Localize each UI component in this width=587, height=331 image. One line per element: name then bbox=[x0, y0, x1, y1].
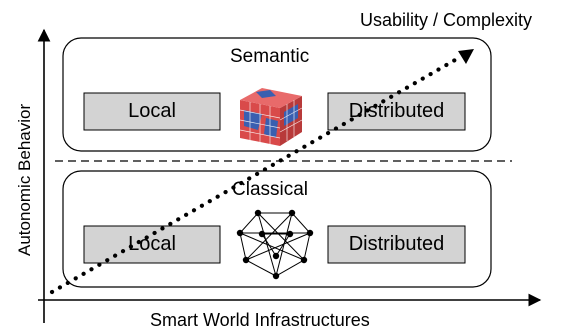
y-axis-label: Autonomic Behavior bbox=[15, 103, 34, 256]
usability-complexity-dotted-arrow bbox=[49, 53, 465, 295]
x-axis-label: Smart World Infrastructures bbox=[150, 310, 370, 330]
globe-cube-icon bbox=[236, 86, 304, 148]
top-distributed-box bbox=[327, 92, 466, 131]
top-distributed-label: Distributed bbox=[348, 100, 445, 122]
top-local-label: Local bbox=[128, 100, 176, 122]
top-panel-title: Semantic bbox=[230, 46, 310, 67]
top-local-box bbox=[83, 92, 221, 131]
bottom-local-box bbox=[83, 225, 221, 264]
bottom-panel-title: Classical bbox=[232, 179, 309, 200]
diagonal-label: Usability / Complexity bbox=[360, 10, 533, 30]
network-graph-icon bbox=[233, 203, 317, 283]
dotted-arrow-head bbox=[458, 49, 474, 64]
bottom-distributed-label: Distributed bbox=[348, 233, 445, 255]
top-panel bbox=[62, 37, 492, 152]
bottom-local-label: Local bbox=[128, 233, 176, 255]
bottom-panel bbox=[62, 170, 492, 288]
bottom-distributed-box bbox=[327, 225, 466, 264]
